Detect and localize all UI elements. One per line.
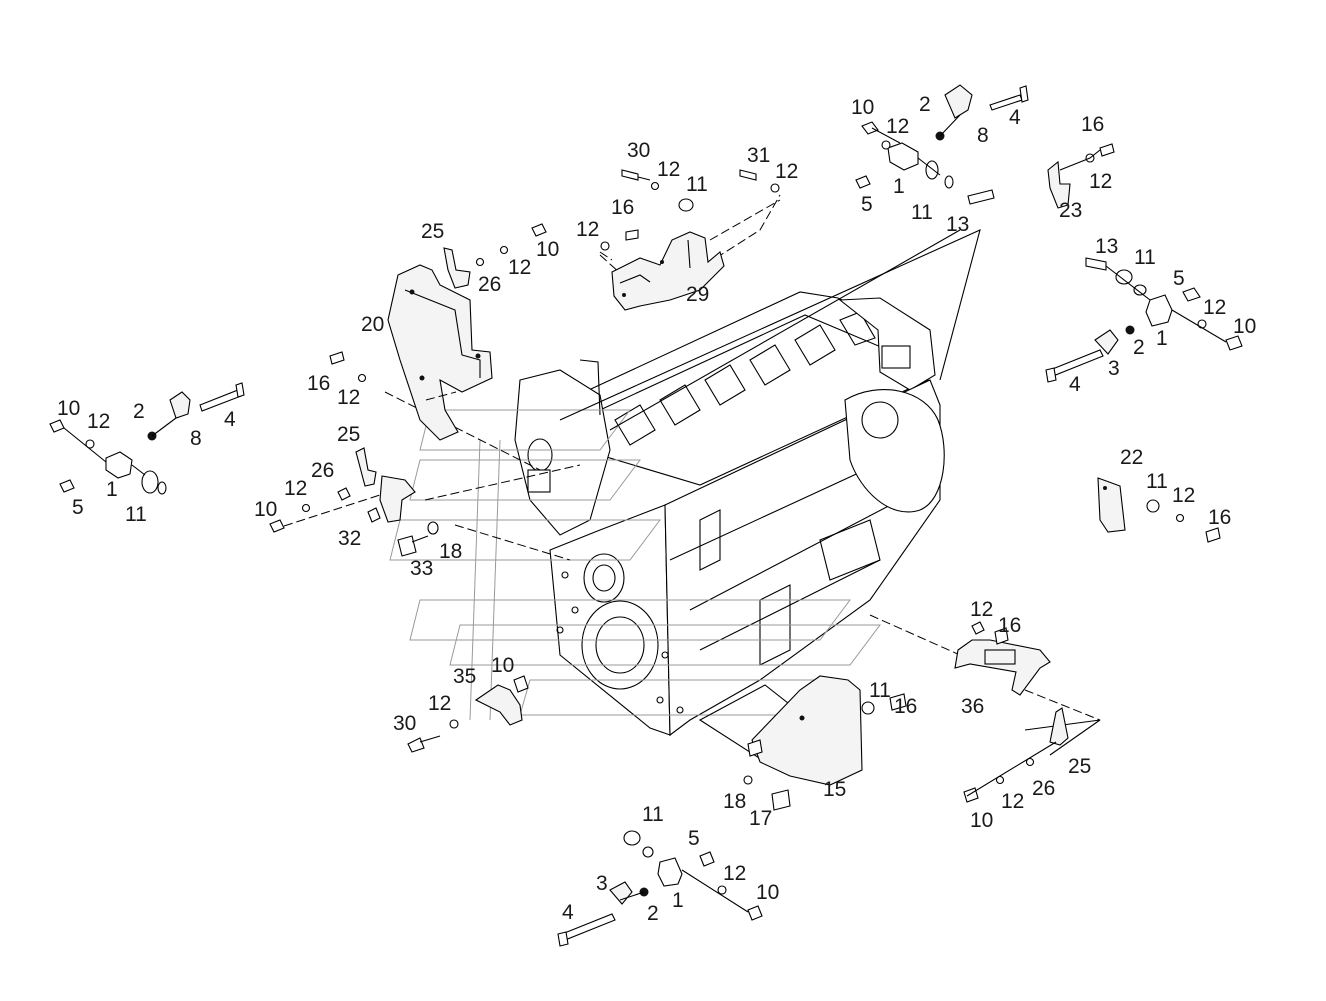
callout-label: 35 <box>453 665 476 688</box>
callout-label: 18 <box>439 540 462 563</box>
callout-label: 11 <box>642 803 664 826</box>
callout-label: 12 <box>508 256 531 279</box>
callout-label: 8 <box>190 427 202 450</box>
callout-label: 16 <box>894 695 917 718</box>
bracket-29 <box>611 231 725 311</box>
callout-label: 12 <box>970 598 993 621</box>
callout-label: 15 <box>823 778 846 801</box>
callout-label: 5 <box>861 193 873 216</box>
callout-label: 11 <box>686 173 708 196</box>
callout-label: 16 <box>1208 506 1231 529</box>
callout-label: 12 <box>87 410 110 433</box>
callout-label: 4 <box>1069 373 1081 396</box>
callout-label: 32 <box>338 527 361 550</box>
callout-label: 23 <box>1059 199 1082 222</box>
callout-label: 13 <box>1095 235 1118 258</box>
callout-label: 2 <box>647 902 659 925</box>
callout-label: 16 <box>611 196 634 219</box>
callout-label: 13 <box>946 213 969 236</box>
callout-label: 12 <box>1172 484 1195 507</box>
callout-label: 1 <box>672 889 684 912</box>
callout-label: 11 <box>1134 246 1156 269</box>
callout-label: 11 <box>911 201 933 224</box>
callout-label: 4 <box>224 408 236 431</box>
callout-label: 12 <box>1203 296 1226 319</box>
callout-label: 12 <box>1001 790 1024 813</box>
callout-label: 10 <box>756 881 779 904</box>
callout-label: 10 <box>491 654 514 677</box>
callout-label: 25 <box>421 220 444 243</box>
callout-label: 16 <box>307 372 330 395</box>
callout-label: 4 <box>562 901 574 924</box>
callout-label: 3 <box>596 872 608 895</box>
callout-label: 12 <box>284 477 307 500</box>
callout-label: 12 <box>576 218 599 241</box>
callout-label: 8 <box>977 124 989 147</box>
callout-label: 36 <box>961 695 984 718</box>
callout-label: 31 <box>747 144 770 167</box>
callout-label: 10 <box>1233 315 1256 338</box>
callout-label: 12 <box>1089 170 1112 193</box>
callout-label: 26 <box>1032 777 1055 800</box>
callout-label: 4 <box>1009 106 1021 129</box>
callout-label: 10 <box>57 397 80 420</box>
bracket-20 <box>387 264 493 441</box>
callout-label: 25 <box>1068 755 1091 778</box>
callout-labels: 10 2 12 8 4 1 5 11 13 30 12 11 31 12 12 … <box>57 93 1256 925</box>
callout-label: 30 <box>393 712 416 735</box>
callout-label: 10 <box>254 498 277 521</box>
callout-label: 29 <box>686 283 709 306</box>
callout-label: 12 <box>428 692 451 715</box>
callout-label: 10 <box>851 96 874 119</box>
part-15 <box>751 675 863 786</box>
callout-label: 22 <box>1120 446 1143 469</box>
parts <box>49 84 1243 947</box>
callout-label: 26 <box>311 459 334 482</box>
callout-label: 18 <box>723 790 746 813</box>
callout-label: 2 <box>133 400 145 423</box>
callout-label: 10 <box>970 809 993 832</box>
callout-label: 1 <box>106 478 118 501</box>
callout-label: 1 <box>893 175 905 198</box>
callout-label: 11 <box>869 679 891 702</box>
callout-label: 26 <box>478 273 501 296</box>
callout-label: 11 <box>1146 470 1168 493</box>
callout-label: 25 <box>337 423 360 446</box>
callout-label: 16 <box>1081 113 1104 136</box>
callout-label: 11 <box>125 503 147 526</box>
callout-label: 12 <box>337 386 360 409</box>
callout-label: 5 <box>688 827 700 850</box>
callout-label: 33 <box>410 557 433 580</box>
callout-label: 3 <box>1108 357 1120 380</box>
callout-label: 5 <box>1173 267 1185 290</box>
callout-label: 12 <box>723 862 746 885</box>
engine-block <box>389 291 945 737</box>
callout-label: 12 <box>775 160 798 183</box>
callout-label: 2 <box>1133 336 1145 359</box>
callout-label: 12 <box>657 158 680 181</box>
bracket-36 <box>954 639 1051 696</box>
callout-label: 12 <box>886 115 909 138</box>
callout-label: 1 <box>1156 327 1168 350</box>
callout-label: 2 <box>919 93 931 116</box>
callout-label: 10 <box>536 238 559 261</box>
callout-label: 17 <box>749 807 772 830</box>
callout-label: 30 <box>627 139 650 162</box>
callout-label: 5 <box>72 496 84 519</box>
callout-label: 20 <box>361 313 384 336</box>
callout-label: 16 <box>998 614 1021 637</box>
